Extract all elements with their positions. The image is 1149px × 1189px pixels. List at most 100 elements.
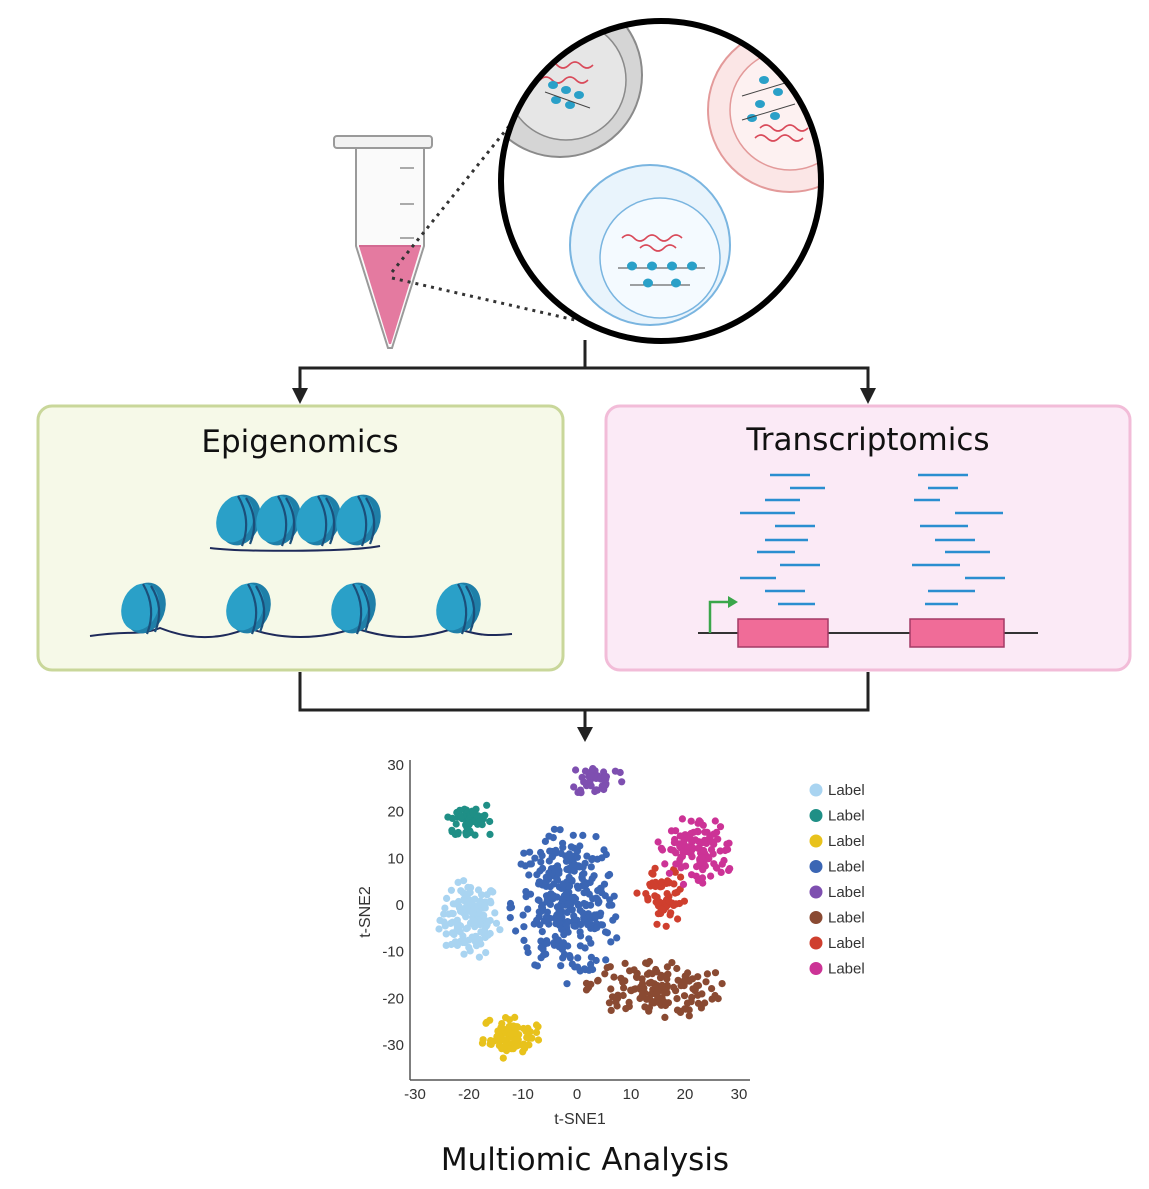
scatter-point xyxy=(587,772,596,780)
nucleosome-icon-open-3 xyxy=(331,582,376,635)
scatter-point xyxy=(471,918,479,926)
scatter-point xyxy=(555,909,564,917)
scatter-point xyxy=(470,905,478,914)
scatter-point xyxy=(676,1008,685,1017)
scatter-point xyxy=(676,832,684,840)
legend-item: Label xyxy=(809,910,865,927)
scatter-point xyxy=(526,890,535,898)
sequencing-reads xyxy=(740,473,1005,606)
scatter-point xyxy=(597,909,605,917)
plot-axes xyxy=(409,760,750,1081)
y-tick-label: -10 xyxy=(382,944,404,961)
scatter-point xyxy=(562,921,571,929)
scatter-point xyxy=(724,845,732,854)
scatter-point xyxy=(574,963,582,971)
scatter-point xyxy=(699,879,707,887)
scatter-point xyxy=(543,917,551,925)
scatter-point xyxy=(576,942,585,950)
legend-item: Label xyxy=(809,961,865,978)
scatter-point xyxy=(608,901,616,909)
scatter-point xyxy=(605,999,614,1007)
x-tick-label: 10 xyxy=(623,1086,640,1103)
x-axis-label: t-SNE1 xyxy=(554,1111,606,1128)
scatter-point xyxy=(565,900,573,908)
scatter-point xyxy=(562,852,570,860)
scatter-point xyxy=(570,922,579,930)
scatter-point xyxy=(475,953,483,961)
scatter-point xyxy=(555,919,563,927)
x-tick-label: 0 xyxy=(573,1086,581,1103)
scatter-point xyxy=(482,949,490,957)
legend-swatch xyxy=(809,834,823,848)
legend-item: Label xyxy=(809,833,865,850)
scatter-point xyxy=(705,855,713,863)
nucleosome-array xyxy=(89,494,513,638)
scatter-point xyxy=(610,973,618,981)
scatter-point xyxy=(526,848,534,856)
scatter-point xyxy=(498,1020,506,1028)
scatter-point xyxy=(538,903,546,911)
scatter-point xyxy=(457,887,465,895)
scatter-point xyxy=(469,809,477,817)
scatter-point xyxy=(601,928,610,936)
scatter-point xyxy=(491,909,499,917)
scatter-point xyxy=(447,886,455,894)
scatter-point xyxy=(535,878,544,886)
scatter-point xyxy=(537,848,545,857)
scatter-point xyxy=(531,961,539,969)
scatter-point xyxy=(672,987,680,995)
scatter-point xyxy=(456,907,465,915)
scatter-point xyxy=(570,783,578,791)
scatter-point xyxy=(457,813,465,821)
scatter-point xyxy=(607,1006,615,1015)
scatter-point xyxy=(520,936,528,945)
scatter-point xyxy=(534,1036,543,1044)
bottom-merge-connector xyxy=(298,672,870,728)
scatter-point xyxy=(671,868,679,876)
scatter-point xyxy=(526,860,534,868)
scatter-point xyxy=(707,872,715,880)
scatter-point xyxy=(642,890,650,898)
scatter-point xyxy=(616,768,624,777)
promoter-arrow-icon xyxy=(708,596,738,633)
scatter-point xyxy=(537,858,545,866)
scatter-point xyxy=(638,980,647,988)
scatter-point xyxy=(700,846,708,855)
scatter-point xyxy=(506,899,515,908)
scatter-point xyxy=(606,963,614,971)
scatter-point xyxy=(569,893,577,902)
scatter-point xyxy=(671,889,679,897)
scatter-point xyxy=(441,904,449,912)
scatter-point xyxy=(580,778,588,786)
scatter-point xyxy=(645,1007,653,1015)
scatter-point xyxy=(632,973,641,981)
y-tick-label: -30 xyxy=(382,1037,404,1054)
cluster-8 xyxy=(654,815,734,889)
scatter-point xyxy=(725,839,733,847)
scatter-point xyxy=(663,963,672,971)
scatter-point xyxy=(465,819,473,827)
legend-swatch xyxy=(809,962,823,975)
legend-label: Label xyxy=(828,935,865,952)
scatter-point xyxy=(487,1037,495,1045)
top-split-connector xyxy=(298,340,870,388)
scatter-point xyxy=(688,853,696,861)
scatter-point xyxy=(567,843,575,851)
scatter-point xyxy=(574,954,582,962)
scatter-point xyxy=(673,964,681,973)
scatter-point xyxy=(542,950,550,958)
scatter-point xyxy=(607,938,615,946)
scatter-point xyxy=(448,929,456,937)
scatter-point xyxy=(563,980,571,988)
scatter-point xyxy=(440,910,448,918)
scatter-point xyxy=(461,939,469,947)
scatter-point xyxy=(602,956,610,964)
scatter-point xyxy=(451,938,459,946)
legend-swatch xyxy=(809,885,823,899)
scatter-point xyxy=(573,882,582,890)
scatter-point xyxy=(443,894,451,903)
scatter-point xyxy=(541,837,550,846)
scatter-point xyxy=(613,934,621,942)
